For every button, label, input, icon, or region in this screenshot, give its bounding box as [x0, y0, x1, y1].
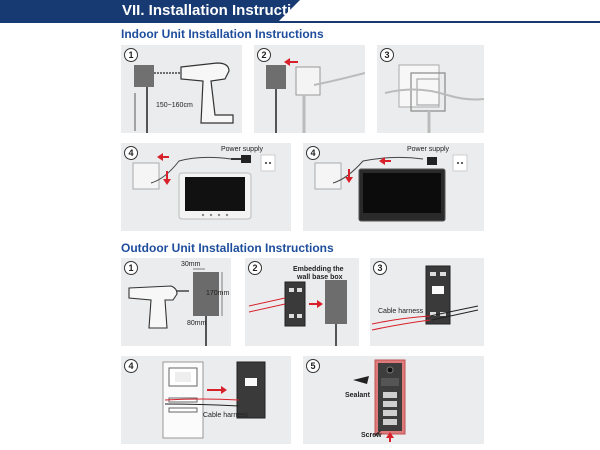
outdoor-step-2-panel: 2 Embedding the wall base box [245, 258, 359, 346]
sealant-label: Sealant [345, 392, 370, 399]
power-supply-label: Power supply [221, 146, 264, 153]
height-label: 170mm [206, 290, 230, 297]
wiring-connection-illustration [162, 361, 266, 439]
embed-caption-line2: wall base box [297, 274, 343, 281]
step-number-badge: 4 [124, 359, 138, 373]
mounting-bracket-illustration [384, 64, 484, 133]
cable-harness-label: Cable harness [378, 308, 424, 315]
outdoor-step-3-panel: 3 Cable harness [370, 258, 484, 346]
step-number-badge: 4 [124, 146, 138, 160]
depth-label: 30mm [181, 261, 201, 268]
screw-label: Screw [361, 432, 382, 439]
white-monitor-illustration [132, 153, 276, 220]
indoor-step-4-black-panel: 4 Power supply [303, 143, 484, 231]
indoor-section-title: Indoor Unit Installation Instructions [121, 27, 324, 41]
outdoor-step-5-panel: 5 Sealant Screw [303, 356, 484, 444]
drill-illustration [134, 62, 234, 133]
cable-harness-illustration [371, 265, 479, 331]
wall-base-box-illustration [248, 280, 347, 346]
indoor-step-1-panel: 1 150~160cm [121, 45, 242, 133]
indoor-step-4-white-panel: 4 Power supply [121, 143, 291, 231]
outdoor-step-1-panel: 1 30mm 170mm 80mm [121, 258, 231, 346]
mount-height-label: 150~160cm [156, 102, 193, 109]
outdoor-section-title: Outdoor Unit Installation Instructions [121, 241, 334, 255]
page-title: VII. Installation Instructions [122, 2, 318, 19]
power-supply-label: Power supply [407, 146, 450, 153]
step-number-badge: 4 [306, 146, 320, 160]
step-number-badge: 3 [380, 48, 394, 62]
width-label: 80mm [187, 320, 207, 327]
wall-box-illustration [266, 58, 365, 133]
outdoor-step-4-panel: 4 Cable harness [121, 356, 291, 444]
indoor-step-3-panel: 3 [377, 45, 484, 133]
outdoor-drill-illustration [128, 268, 223, 346]
cable-harness-label: Cable harness [203, 412, 249, 419]
black-monitor-illustration [314, 154, 468, 222]
step-number-badge: 5 [306, 359, 320, 373]
embed-caption-line1: Embedding the [293, 266, 344, 273]
banner-bar [0, 0, 300, 21]
step-number-badge: 1 [124, 48, 138, 62]
step-number-badge: 2 [248, 261, 262, 275]
step-number-badge: 3 [373, 261, 387, 275]
header-banner: VII. Installation Instructions [0, 0, 600, 24]
step-number-badge: 2 [257, 48, 271, 62]
indoor-step-2-panel: 2 [254, 45, 365, 133]
step-number-badge: 1 [124, 261, 138, 275]
banner-rule [0, 21, 600, 23]
outdoor-panel-illustration [353, 359, 406, 442]
